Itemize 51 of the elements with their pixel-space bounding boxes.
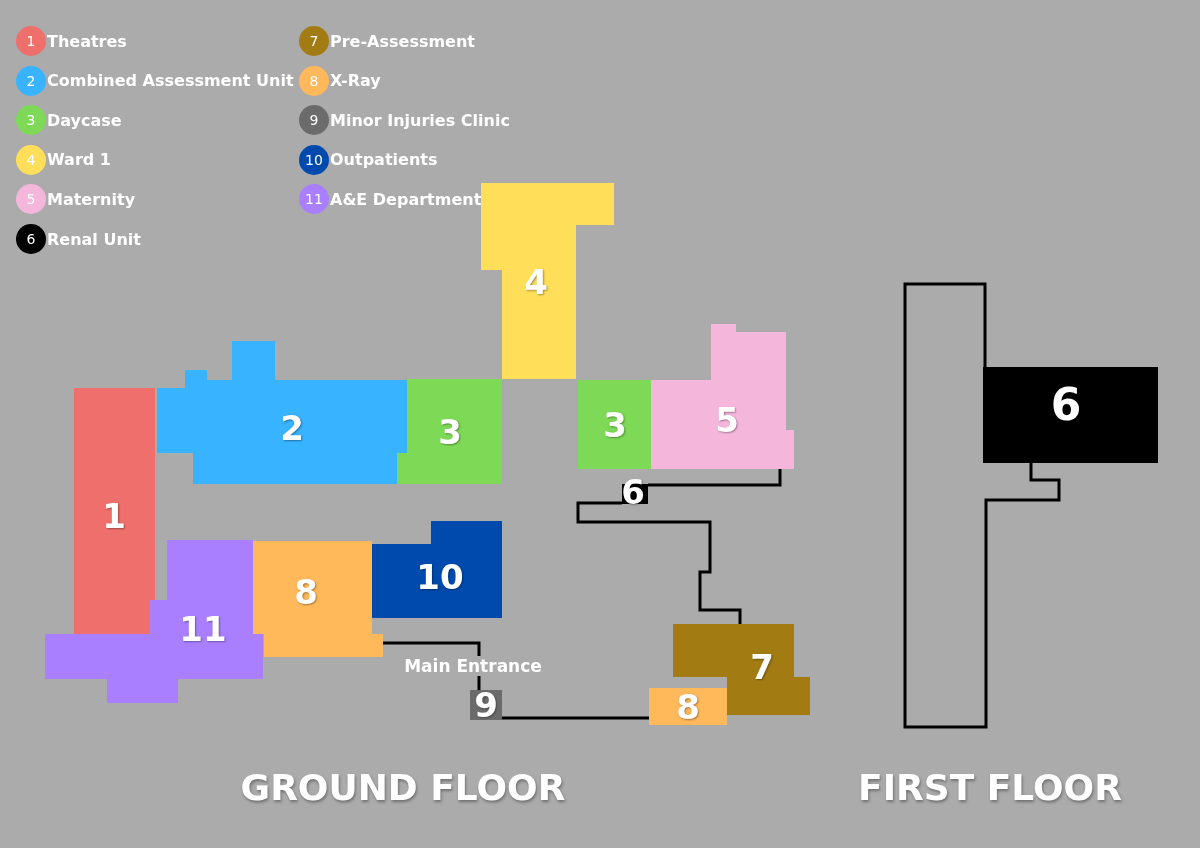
legend-swatch: 4 [16,144,46,175]
legend-label: Maternity [47,189,136,209]
unit-block [74,388,155,634]
room-number: 10 [416,560,464,594]
legend-label: Renal Unit [47,229,141,249]
room-number: 3 [603,408,627,442]
room-number: 3 [438,415,462,449]
legend-swatch: 9 [299,105,329,136]
ward-block [481,183,614,379]
unit-block [651,324,794,469]
legend-label: Minor Injuries Clinic [330,110,510,130]
unit-block [578,380,651,469]
legend-label: Combined Assessment Unit [47,71,294,91]
room-number: 7 [750,650,774,684]
legend-swatch: 8 [299,65,329,96]
room-number: 4 [524,265,548,299]
room-number: 6 [1050,383,1082,427]
unit-block [649,688,727,725]
corridor-line [648,469,782,487]
legend-label: Daycase [47,110,122,130]
unit-block [45,540,263,703]
legend-label: Pre-Assessment [330,31,475,51]
unit-block [983,367,1158,463]
unit-block [253,541,383,657]
legend-swatch: 6 [16,224,46,254]
legend-swatch: 7 [299,26,329,56]
legend-swatch: 3 [16,105,46,136]
legend-label: Ward 1 [47,150,111,170]
room-number: 5 [715,403,739,437]
legend-swatch: 1 [16,26,46,56]
room-number: 8 [294,575,318,609]
room-number: 2 [280,411,304,445]
corridor-line [502,716,649,720]
room-number: 11 [179,612,227,646]
legend-swatch: 11 [299,184,329,215]
unit-block [372,521,502,618]
legend-label: Theatres [47,31,127,51]
room-number: 6 [621,475,645,509]
unit-block [397,379,502,484]
room-number: 1 [102,499,126,533]
legend-swatch: 10 [299,144,329,175]
legend-label: Outpatients [330,150,438,170]
room-number: 8 [676,690,700,724]
legend-label: X-Ray [330,71,381,91]
legend-label: A&E Department [330,189,482,209]
legend-swatch: 5 [16,184,46,215]
corridor-line [576,501,742,624]
room-number: 9 [474,688,498,722]
legend-swatch: 2 [16,65,46,96]
corridor-line [383,641,481,690]
unit-block [157,341,407,484]
